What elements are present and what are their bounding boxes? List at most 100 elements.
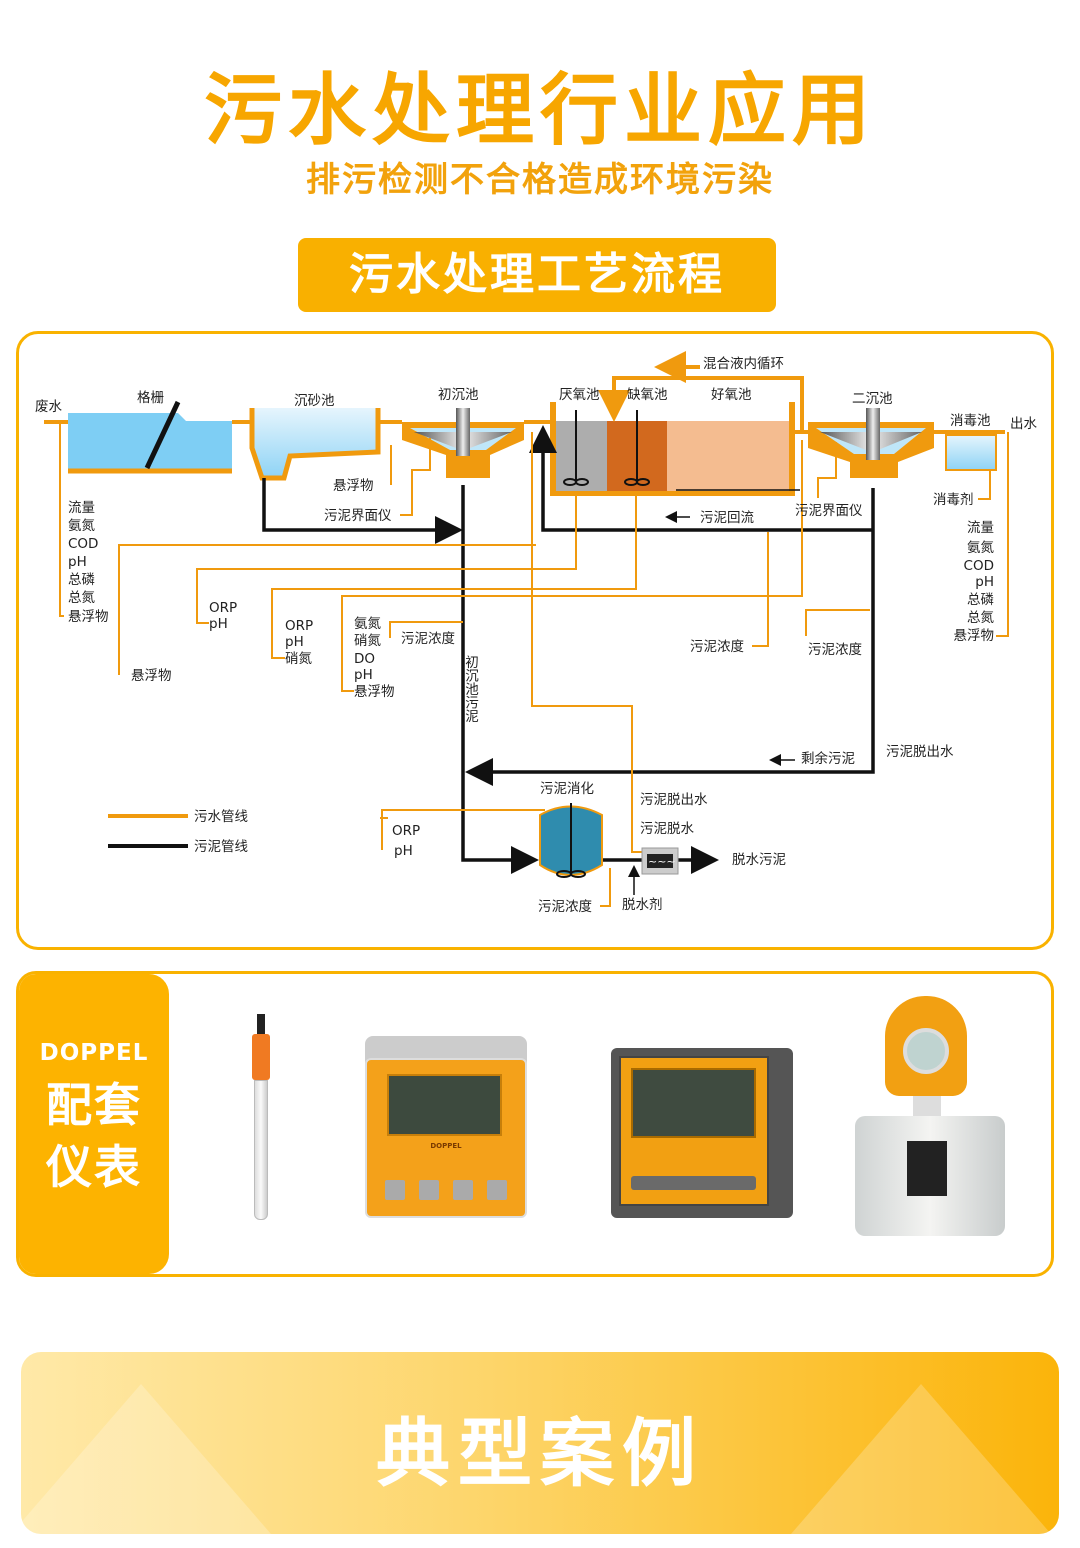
label-dewatered-sludge: 脱水污泥 bbox=[732, 852, 786, 868]
primary-clarifier bbox=[402, 408, 524, 478]
param: 总磷 bbox=[68, 572, 95, 588]
products-title-1: 配套 bbox=[46, 1078, 142, 1132]
param: 流量 bbox=[68, 500, 95, 516]
param: pH bbox=[394, 843, 413, 859]
param: pH bbox=[975, 574, 994, 590]
label-primary: 初沉池 bbox=[438, 386, 479, 403]
diagram-frame bbox=[16, 331, 1054, 950]
label-primary-sludge: 初沉池污泥 bbox=[462, 654, 479, 724]
digest-params: ORP pH bbox=[392, 823, 420, 859]
label-interface-1: 污泥界面仪 bbox=[324, 508, 392, 524]
brand-panel: DOPPEL 配套 仪表 bbox=[19, 974, 169, 1274]
controller-brand: DOPPEL bbox=[430, 1142, 462, 1150]
controller-button bbox=[385, 1180, 405, 1200]
sewage-main-line bbox=[44, 420, 1005, 434]
products-title-2: 仪表 bbox=[46, 1140, 142, 1194]
process-flow-diagram: ~~~ 污水管线 污泥管线 废水 格栅 沉砂池 初沉池 厌氧池 缺氧池 好氧池 … bbox=[35, 351, 1038, 915]
grille-tank bbox=[68, 400, 232, 474]
anaerobic-params: ORP pH bbox=[209, 600, 237, 632]
internal-recycle-line bbox=[598, 376, 804, 432]
legend-sewage: 污水管线 bbox=[194, 809, 248, 825]
label-wastewater: 废水 bbox=[35, 399, 62, 415]
param: 总磷 bbox=[967, 592, 994, 608]
param: DO bbox=[354, 651, 375, 667]
label-secondary: 二沉池 bbox=[852, 391, 893, 407]
panel-meter-image bbox=[611, 1048, 793, 1218]
flowmeter-image bbox=[855, 996, 1005, 1241]
param: pH bbox=[354, 667, 373, 683]
inlet-params: 流量 氨氮 COD pH 总磷 总氮 悬浮物 bbox=[68, 500, 109, 625]
typical-cases-banner: 典型案例 bbox=[21, 1352, 1059, 1534]
label-effluent: 出水 bbox=[1010, 416, 1038, 432]
param: 流量 bbox=[967, 520, 994, 536]
param: 氨氮 bbox=[967, 540, 995, 556]
param: 硝氮 bbox=[354, 633, 381, 649]
label-aerobic: 好氧池 bbox=[711, 387, 752, 403]
param: 悬浮物 bbox=[68, 609, 109, 625]
label-dewater-water-2: 污泥脱出水 bbox=[640, 792, 708, 808]
param: 悬浮物 bbox=[954, 628, 995, 644]
products-panel: DOPPEL 配套 仪表 DOPPEL bbox=[16, 971, 1054, 1277]
param: 硝氮 bbox=[285, 651, 312, 667]
dewatering-press: ~~~ bbox=[641, 847, 679, 875]
secondary-clarifier bbox=[808, 408, 934, 478]
biological-tank bbox=[550, 402, 800, 496]
label-dewatering-agent: 脱水剂 bbox=[622, 897, 663, 913]
label-grit: 沉砂池 bbox=[294, 393, 335, 409]
label-disinfect: 消毒池 bbox=[950, 413, 991, 429]
label-ss-grit: 悬浮物 bbox=[333, 478, 374, 494]
param: ORP bbox=[285, 618, 313, 634]
param: pH bbox=[68, 554, 87, 570]
aerobic-params: 氨氮 硝氮 DO pH 悬浮物 bbox=[354, 616, 395, 700]
param: 总氮 bbox=[68, 590, 95, 606]
label-recycle: 混合液内循环 bbox=[703, 356, 784, 372]
label-conc-3: 污泥浓度 bbox=[808, 642, 862, 658]
param: COD bbox=[68, 536, 98, 552]
panel-controller-image: DOPPEL bbox=[365, 1036, 527, 1218]
label-conc-2: 污泥浓度 bbox=[690, 639, 744, 655]
cases-title: 典型案例 bbox=[376, 1411, 704, 1497]
svg-text:~~~: ~~~ bbox=[648, 855, 676, 868]
param: 氨氮 bbox=[68, 518, 95, 534]
decor-triangle bbox=[21, 1384, 271, 1534]
page-subtitle: 排污检测不合格造成环境污染 bbox=[306, 160, 774, 200]
label-excess-sludge: 剩余污泥 bbox=[801, 750, 855, 767]
param: ORP bbox=[392, 823, 420, 839]
ph-electrode-image bbox=[249, 1014, 273, 1224]
outlet-params: 流量 氨氮 COD pH 总磷 总氮 悬浮物 bbox=[954, 520, 995, 644]
aerobic-zone bbox=[667, 421, 789, 491]
param: pH bbox=[285, 634, 304, 650]
label-dewatering: 污泥脱水 bbox=[640, 821, 694, 837]
param: 氨氮 bbox=[354, 616, 381, 632]
controller-button bbox=[487, 1180, 507, 1200]
label-conc-1: 污泥浓度 bbox=[401, 631, 455, 647]
brand-name: DOPPEL bbox=[39, 1040, 149, 1066]
label-ss-left: 悬浮物 bbox=[131, 668, 172, 684]
grille-bar bbox=[144, 400, 181, 470]
sludge-digester bbox=[539, 803, 603, 878]
sludge-lines bbox=[262, 425, 875, 874]
param: ORP bbox=[209, 600, 237, 616]
section-banner: 污水处理工艺流程 bbox=[298, 238, 776, 312]
controller-button bbox=[453, 1180, 473, 1200]
grit-chamber bbox=[249, 408, 381, 481]
decor-triangle bbox=[791, 1384, 1051, 1534]
label-sludge-return: 污泥回流 bbox=[700, 510, 754, 526]
label-digestion: 污泥消化 bbox=[540, 781, 594, 797]
controller-button bbox=[419, 1180, 439, 1200]
param: pH bbox=[209, 616, 228, 632]
param: 悬浮物 bbox=[354, 684, 395, 700]
label-grille: 格栅 bbox=[137, 390, 164, 406]
label-anaerobic: 厌氧池 bbox=[559, 387, 600, 403]
param: COD bbox=[964, 558, 994, 574]
label-anoxic: 缺氧池 bbox=[627, 387, 668, 403]
label-dewater-water-1: 污泥脱出水 bbox=[886, 744, 954, 760]
page-title: 污水处理行业应用 bbox=[203, 66, 876, 156]
anoxic-params: ORP pH 硝氮 bbox=[285, 618, 313, 667]
sensor-lines bbox=[59, 422, 1009, 907]
disinfection-tank bbox=[945, 434, 997, 471]
label-conc-4: 污泥浓度 bbox=[538, 899, 592, 915]
label-disinfectant: 消毒剂 bbox=[933, 492, 974, 508]
param: 总氮 bbox=[967, 610, 995, 626]
legend-sludge: 污泥管线 bbox=[194, 839, 248, 855]
